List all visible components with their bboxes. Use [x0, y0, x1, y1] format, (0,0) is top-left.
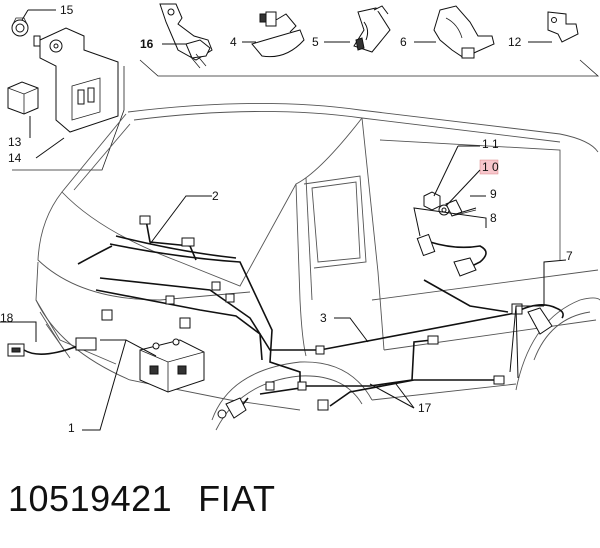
abs-modulator[interactable] [139, 338, 205, 393]
part-number: 10519421 [8, 478, 173, 519]
part-18-connector[interactable] [7, 337, 97, 357]
leader-2 [149, 195, 204, 245]
part-9-bolt[interactable] [445, 199, 477, 217]
top-parts-inset [139, 59, 600, 77]
callout-15: 15 [60, 3, 74, 17]
part-14-relay-bracket[interactable] [33, 27, 119, 133]
part-16-bracket[interactable] [159, 3, 213, 69]
leader-18 [0, 321, 37, 342]
leader-1 [82, 339, 127, 431]
part-12-bracket[interactable] [547, 11, 579, 43]
pipe-fittings [101, 215, 505, 411]
callout-17: 17 [418, 401, 432, 415]
callout-2: 2 [212, 189, 219, 203]
diagram-footer: 10519421 FIAT [8, 478, 276, 520]
leader-3 [334, 317, 369, 343]
brand-name: FIAT [198, 478, 276, 519]
part-8-hose[interactable] [416, 233, 477, 277]
leader-7 [543, 259, 567, 306]
callout-5: 5 [312, 35, 319, 49]
front-sensor[interactable] [217, 397, 247, 419]
callout-8: 8 [490, 211, 497, 225]
leader-8 [413, 207, 487, 237]
leader-14 [35, 137, 65, 159]
callout-7: 7 [566, 249, 573, 263]
callout-9: 9 [490, 187, 497, 201]
leader-11 [433, 145, 459, 197]
callout-14: 14 [8, 151, 22, 165]
callout-10: 1 0 [482, 160, 499, 174]
callout-11: 1 1 [482, 137, 499, 151]
left-parts-inset [12, 66, 125, 171]
callout-3: 3 [320, 311, 327, 325]
callout-16: 16 [140, 37, 154, 51]
part-11-nut[interactable] [423, 191, 441, 211]
callout-13: 13 [8, 135, 22, 149]
part-5-strap[interactable] [353, 5, 391, 53]
leader-17 [369, 383, 415, 409]
callout-18: 18 [0, 311, 14, 325]
callout-6: 6 [400, 35, 407, 49]
part-13-relay[interactable] [7, 81, 39, 115]
brake-harness [77, 219, 564, 409]
part-7-rear-sensor[interactable] [511, 303, 553, 335]
callout-10-highlight [479, 159, 499, 175]
part-4-clip[interactable] [251, 11, 305, 58]
callout-4: 4 [230, 35, 237, 49]
part-6-clamp[interactable] [433, 5, 495, 59]
van-body [35, 103, 600, 431]
part-15-nut[interactable] [11, 17, 29, 37]
callout-12: 12 [508, 35, 522, 49]
callout-1: 1 [68, 421, 75, 435]
leader-10 [445, 169, 481, 207]
